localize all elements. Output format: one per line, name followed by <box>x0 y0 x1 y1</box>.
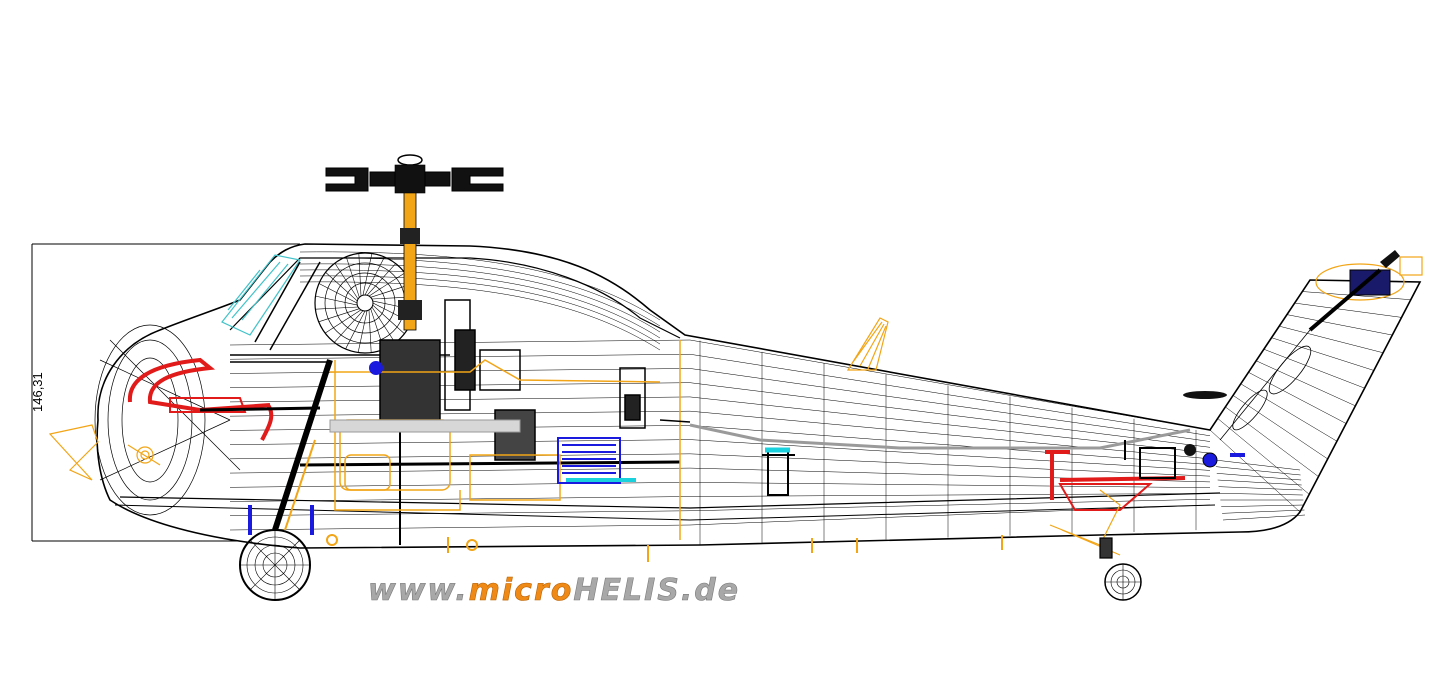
battery-icon <box>369 361 636 484</box>
main-rotor-head-icon <box>325 154 504 194</box>
tail-strut <box>1049 489 1121 559</box>
boom-mount <box>762 447 795 496</box>
watermark-highlight: micro <box>469 573 574 608</box>
nose-light-icon <box>48 424 161 481</box>
motor-fan-icon <box>314 252 416 354</box>
dimension-frame <box>31 243 300 542</box>
tail-fin-details <box>1219 329 1312 441</box>
skid-markers <box>248 453 1245 535</box>
tail-wheel-icon <box>1104 563 1142 601</box>
mast-icon <box>398 189 422 331</box>
windscreen <box>221 254 301 336</box>
height-dimension-label: 146,31 <box>30 372 45 412</box>
nose-section <box>94 324 241 516</box>
svg-text:www.microHELIS.de: www.microHELIS.de <box>368 573 740 608</box>
tail-drive-shaft <box>329 419 1191 450</box>
watermark-prefix: www. <box>368 573 469 608</box>
watermark-suffix: HELIS.de <box>573 573 740 608</box>
nose-exhaust-pipe <box>127 357 274 441</box>
tail-gear-frame <box>1124 440 1176 479</box>
watermark: www.microHELIS.de <box>368 573 740 609</box>
internal-gearbox <box>199 299 681 545</box>
belly-markers <box>326 534 1003 562</box>
antenna-fin-icon <box>846 317 889 371</box>
tail-rotor-icon <box>1183 250 1423 468</box>
main-wheel-icon <box>239 359 333 601</box>
